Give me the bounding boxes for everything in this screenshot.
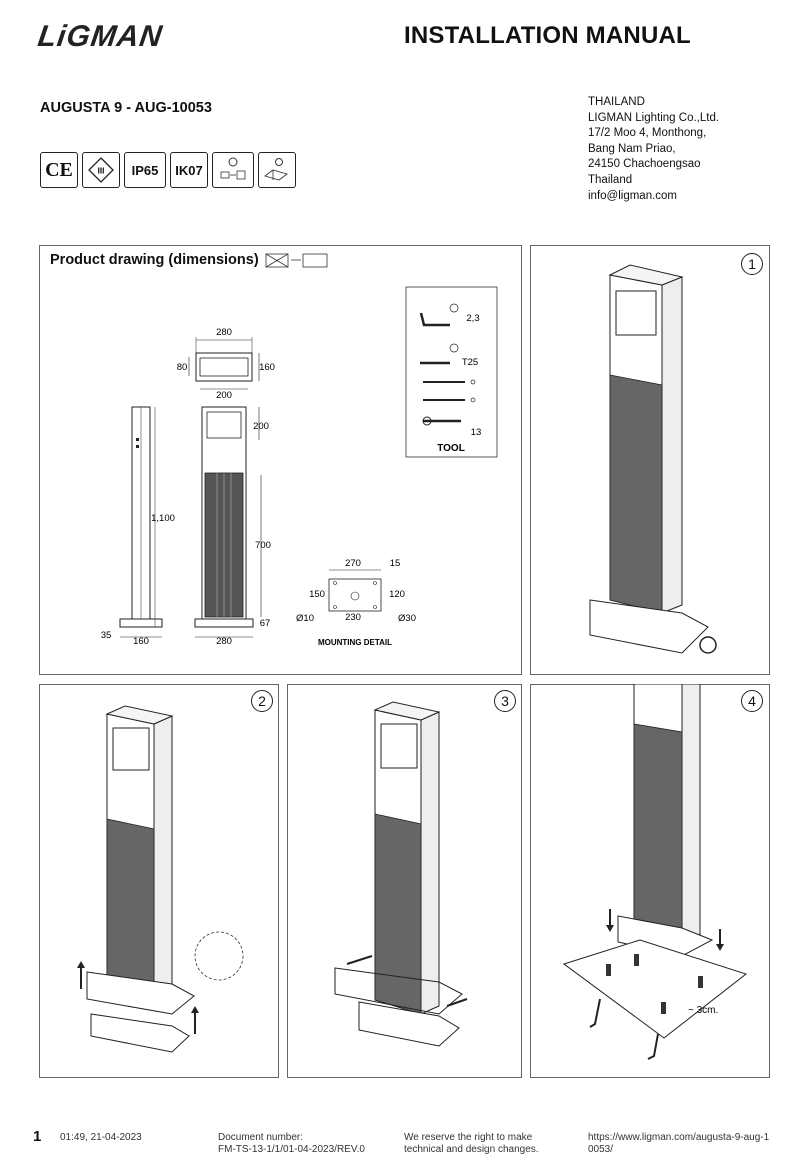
tool-hex-size: 2,3 [466, 313, 479, 324]
hex-key-icon [419, 312, 450, 327]
dim-mount-right: 120 [389, 589, 405, 600]
product-url[interactable]: https://www.ligman.com/augusta-9-aug-1 0… [588, 1132, 769, 1156]
step-4-illustration: ~ 3cm. [562, 684, 748, 1060]
dim-center-diameter: Ø30 [398, 613, 416, 624]
tool-box: 2,3 T25 13 TOOL [405, 286, 498, 458]
dim-height: 1,100 [151, 513, 175, 524]
url-line[interactable]: https://www.ligman.com/augusta-9-aug-1 [588, 1132, 770, 1143]
notice-line: technical and design changes. [404, 1144, 539, 1155]
mounting-detail-drawing: 270 15 150 120 230 Ø10 Ø30 MOUNTING DETA… [296, 558, 416, 647]
url-line[interactable]: 0053/ [588, 1144, 614, 1155]
dim-top-right: 160 [259, 362, 275, 373]
design-change-notice: We reserve the right to make technical a… [404, 1132, 539, 1156]
tool-torx-size: T25 [462, 357, 478, 368]
product-drawing-panel [39, 245, 522, 675]
dim-top-depth: 80 [177, 362, 188, 373]
arrow-icon [346, 955, 373, 965]
tool-label: TOOL [437, 443, 465, 454]
step-4-number: 4 [741, 690, 763, 712]
document-number: Document number: FM-TS-13-1/1/01-04-2023… [218, 1132, 365, 1156]
step-2-illustration [77, 705, 244, 1053]
side-view-drawing: 1,100 160 35 [101, 406, 175, 647]
step-1-number: 1 [741, 253, 763, 275]
dim-mount-width: 270 [345, 558, 361, 569]
mounting-symbol-icon [258, 152, 296, 188]
brand-logo: LiGMAN [35, 20, 165, 53]
class-iii-diamond-icon: III [88, 157, 114, 183]
dim-top-width: 280 [216, 327, 232, 338]
arrow-icon [446, 998, 468, 1007]
address-line: LIGMAN Lighting Co.,Ltd. [588, 111, 720, 124]
dimension-drawing: 280 80 160 200 1,100 160 35 200 700 67 2… [101, 253, 498, 647]
address-line: THAILAND [588, 96, 645, 108]
dim-hole-diameter: Ø10 [296, 613, 314, 624]
class-label: III [98, 167, 105, 176]
dim-side-base: 35 [101, 630, 112, 641]
address-line: 24150 Chachoengsao [588, 158, 701, 171]
notice-line: We reserve the right to make [404, 1132, 533, 1143]
step-1-illustration [589, 264, 717, 654]
installation-symbol-icon [212, 152, 254, 188]
ik-rating-badge: IK07 [170, 152, 208, 188]
step-3-number: 3 [494, 690, 516, 712]
company-address: THAILAND LIGMAN Lighting Co.,Ltd. 17/2 M… [588, 95, 719, 204]
page-number: 1 [33, 1128, 42, 1145]
dim-hole-spacing: 230 [345, 612, 361, 623]
document-title: INSTALLATION MANUAL [404, 22, 691, 49]
detail-zoom-circle [194, 931, 244, 981]
dim-base-offset: 67 [260, 618, 271, 629]
address-line: 17/2 Moo 4, Monthong, [588, 127, 707, 140]
document-number-label: Document number: [218, 1132, 304, 1143]
ce-mark-icon: CE [40, 152, 78, 188]
dim-front-width: 280 [216, 636, 232, 647]
dim-mount-left: 150 [309, 589, 325, 600]
dim-head-height: 200 [253, 421, 269, 432]
address-line: Thailand [588, 173, 633, 186]
class-iii-icon: III [82, 152, 120, 188]
ip-rating-badge: IP65 [124, 152, 166, 188]
dim-body-height: 700 [255, 540, 271, 551]
step-3-illustration [334, 701, 468, 1047]
dim-mount-offset: 15 [390, 558, 401, 569]
dim-side-width: 160 [133, 636, 149, 647]
product-drawing-title: Product drawing (dimensions) [50, 252, 259, 268]
address-email: info@ligman.com [588, 189, 678, 202]
wrench-tool-icon [699, 636, 717, 654]
depth-note: ~ 3cm. [688, 1005, 718, 1016]
print-datetime: 01:49, 21-04-2023 [60, 1132, 142, 1143]
step-2-number: 2 [251, 690, 273, 712]
front-view-drawing: 200 700 67 280 [194, 406, 271, 647]
mounting-detail-label: MOUNTING DETAIL [318, 638, 392, 647]
not-to-scale-icon [265, 253, 328, 268]
address-line: Bang Nam Priao, [588, 142, 676, 155]
tool-wrench-size: 13 [471, 427, 482, 438]
dim-top-base: 200 [216, 390, 232, 401]
product-name: AUGUSTA 9 - AUG-10053 [40, 100, 212, 116]
document-number-value: FM-TS-13-1/1/01-04-2023/REV.0 [218, 1144, 365, 1155]
top-view-drawing: 280 80 160 200 [177, 327, 275, 401]
